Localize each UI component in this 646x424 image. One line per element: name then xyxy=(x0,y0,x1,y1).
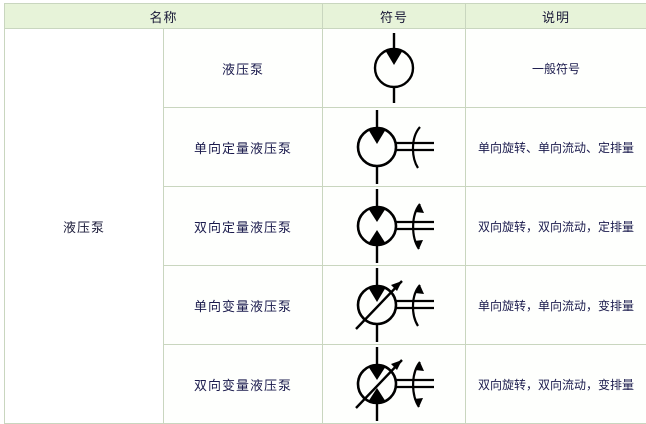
unidirectional-fixed-displacement-pump-symbol xyxy=(323,108,465,186)
row-description-cell: 一般符号 xyxy=(466,29,646,108)
table-header: 名称 符号 说明 xyxy=(5,4,646,29)
row-name-cell: 单向定量液压泵 xyxy=(164,108,323,187)
bidirectional-variable-displacement-pump-symbol xyxy=(323,345,465,423)
unidirectional-variable-displacement-pump-symbol xyxy=(323,266,465,344)
row-name-cell: 双向定量液压泵 xyxy=(164,187,323,266)
table-body: 液压泵 液压泵 一般符号 单向定量液压泵 xyxy=(5,29,646,424)
hydraulic-pump-symbol-table: 名称 符号 说明 液压泵 液压泵 xyxy=(4,3,646,424)
row-description-cell: 单向旋转、单向流动、定排量 xyxy=(466,108,646,187)
table-row: 液压泵 液压泵 一般符号 xyxy=(5,29,646,108)
column-header-name: 名称 xyxy=(5,4,323,29)
row-symbol-cell xyxy=(323,108,466,187)
hydraulic-pump-general-symbol xyxy=(323,29,465,107)
row-description-cell: 单向旋转，单向流动，变排量 xyxy=(466,266,646,345)
column-header-symbol: 符号 xyxy=(323,4,466,29)
group-cell-hydraulic-pump: 液压泵 xyxy=(5,29,164,424)
row-symbol-cell xyxy=(323,29,466,108)
row-name-cell: 液压泵 xyxy=(164,29,323,108)
row-symbol-cell xyxy=(323,345,466,424)
row-description-cell: 双向旋转，双向流动，定排量 xyxy=(466,187,646,266)
bidirectional-fixed-displacement-pump-symbol xyxy=(323,187,465,265)
row-name-cell: 单向变量液压泵 xyxy=(164,266,323,345)
row-description-cell: 双向旋转，双向流动，变排量 xyxy=(466,345,646,424)
row-symbol-cell xyxy=(323,266,466,345)
column-header-description: 说明 xyxy=(466,4,646,29)
header-row: 名称 符号 说明 xyxy=(5,4,646,29)
row-name-cell: 双向变量液压泵 xyxy=(164,345,323,424)
row-symbol-cell xyxy=(323,187,466,266)
